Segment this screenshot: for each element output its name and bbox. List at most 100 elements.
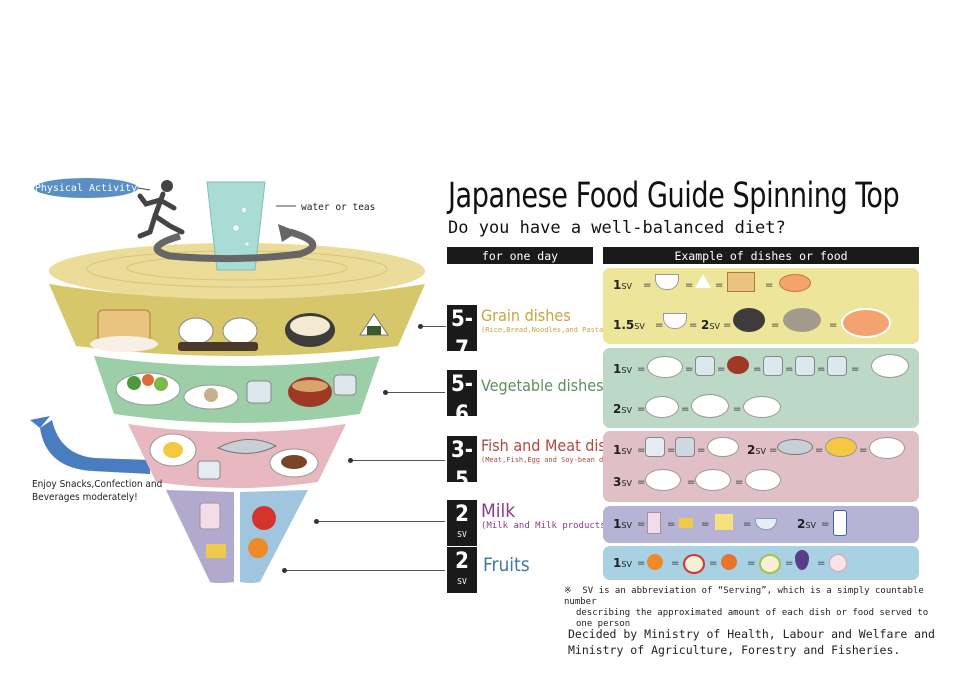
equals: = [821, 519, 830, 530]
milk-examples-band: 1SV = = = = 2SV = [603, 506, 919, 543]
equals: = [785, 364, 794, 375]
mandarin-icon [647, 554, 663, 570]
fruit-count: 2 [455, 549, 469, 574]
equals: = [637, 364, 646, 375]
milk-sv: SV [457, 530, 467, 539]
grilled-fish-icon [777, 439, 813, 455]
grain-serving-1-5: 1.5SV [613, 318, 645, 332]
water-label: water or teas [301, 202, 376, 213]
sv-unit: SV [621, 406, 632, 415]
persimmon-icon [721, 554, 737, 570]
sv-footnote: ※ SV is an abbreviation of “Serving”, wh… [564, 586, 960, 630]
sv-num: 2 [701, 318, 710, 332]
sv-unit: SV [621, 560, 632, 569]
equals: = [765, 280, 774, 291]
equals: = [643, 280, 652, 291]
footnote-text-1: SV is an abbreviation of “Serving”, whic… [564, 586, 924, 607]
salad-icon [647, 356, 683, 378]
vegetable-sv-badge: 5-6 SV [447, 370, 477, 439]
vegetable-label: Vegetable dishes [481, 376, 604, 395]
decided-by: Decided by Ministry of Health, Labour an… [568, 626, 935, 658]
small-bowl-icon [827, 356, 847, 376]
milk-bottle-icon [833, 510, 847, 536]
grain-examples-band: 1SV = = = = 1.5SV = = 2SV = = = [603, 268, 919, 344]
soup-bowl-icon [727, 356, 749, 374]
fish-serving-1: 1SV [613, 443, 632, 457]
pasta-plate-icon [841, 308, 891, 338]
equals: = [681, 404, 690, 415]
vegetable-count: 5-6 [451, 372, 473, 427]
equals: = [685, 280, 694, 291]
fruit-label: Fruits [483, 554, 530, 576]
beans-plate-icon [871, 354, 909, 378]
small-bowl-icon [795, 356, 815, 376]
leader-milk [314, 519, 445, 524]
snacks-line-2: Beverages moderately! [32, 492, 138, 503]
pear-icon [759, 554, 781, 574]
snack-ribbon [40, 420, 150, 474]
snacks-line-1: Enjoy Snacks,Confection and [32, 479, 163, 490]
equals: = [687, 477, 696, 488]
sv-num: 1 [613, 362, 622, 376]
leader-fruit [282, 568, 445, 573]
large-rice-bowl-icon [663, 313, 687, 329]
grapes-icon [795, 550, 809, 570]
equals: = [697, 445, 706, 456]
onigiri-icon [695, 274, 711, 288]
equals: = [655, 320, 664, 331]
equals: = [637, 519, 646, 530]
equals: = [671, 558, 680, 569]
equals: = [667, 445, 676, 456]
rice-bowl-icon [655, 274, 679, 290]
sv-num: 1 [613, 517, 622, 531]
sv-unit: SV [621, 282, 632, 291]
equals: = [667, 519, 676, 530]
equals: = [743, 519, 752, 530]
equals: = [723, 320, 732, 331]
fish-label: Fish and Meat dishes [481, 436, 632, 455]
milk-glass-icon [647, 512, 661, 534]
equals: = [829, 320, 838, 331]
vegetable-sv: SV [457, 430, 467, 439]
fruit-examples-band: 1SV = = = = = = [603, 546, 919, 580]
pork-ginger-icon [695, 469, 731, 491]
sv-num: 2 [747, 443, 756, 457]
decided-line-2: Ministry of Agriculture, Forestry and Fi… [568, 643, 901, 657]
sv-unit: SV [621, 521, 632, 530]
equals: = [815, 445, 824, 456]
equals: = [735, 477, 744, 488]
small-bowl-icon [695, 356, 715, 376]
leader-grain [418, 324, 446, 329]
footnote-line-2: describing the approximated amount of ea… [576, 608, 929, 618]
apple-icon [683, 554, 705, 574]
equals: = [637, 404, 646, 415]
grain-sv: SV [447, 365, 477, 374]
top-disk [49, 243, 425, 299]
bun-icon [779, 274, 811, 292]
fish-serving-3: 3SV [613, 475, 632, 489]
cheese-icon [679, 518, 693, 528]
header-examples: Example of dishes or food [603, 247, 919, 264]
sv-unit: SV [634, 322, 645, 331]
stir-fry-icon [691, 394, 729, 418]
equals: = [771, 320, 780, 331]
fish-count: 3-5 [451, 438, 473, 493]
equals: = [817, 364, 826, 375]
equals: = [685, 364, 694, 375]
peach-icon [829, 554, 847, 572]
sv-unit: SV [709, 322, 720, 331]
equals: = [637, 477, 646, 488]
sv-num: 2 [797, 517, 806, 531]
equals: = [701, 519, 710, 530]
milk-serving-2: 2SV [797, 517, 816, 531]
sv-num: 2 [613, 402, 622, 416]
sv-unit: SV [805, 521, 816, 530]
grain-serving-2: 2SV [701, 318, 720, 332]
page-title: Japanese Food Guide Spinning Top [448, 176, 900, 216]
fruit-sv: SV [457, 577, 467, 586]
footnote-line-3: one person [576, 619, 631, 629]
grain-sublabel: (Rice,Bread,Noodles,and Pasta) [481, 326, 608, 334]
fish-sv-badge: 3-5 SV [447, 436, 477, 505]
equals: = [859, 445, 868, 456]
sv-num: 1 [613, 443, 622, 457]
